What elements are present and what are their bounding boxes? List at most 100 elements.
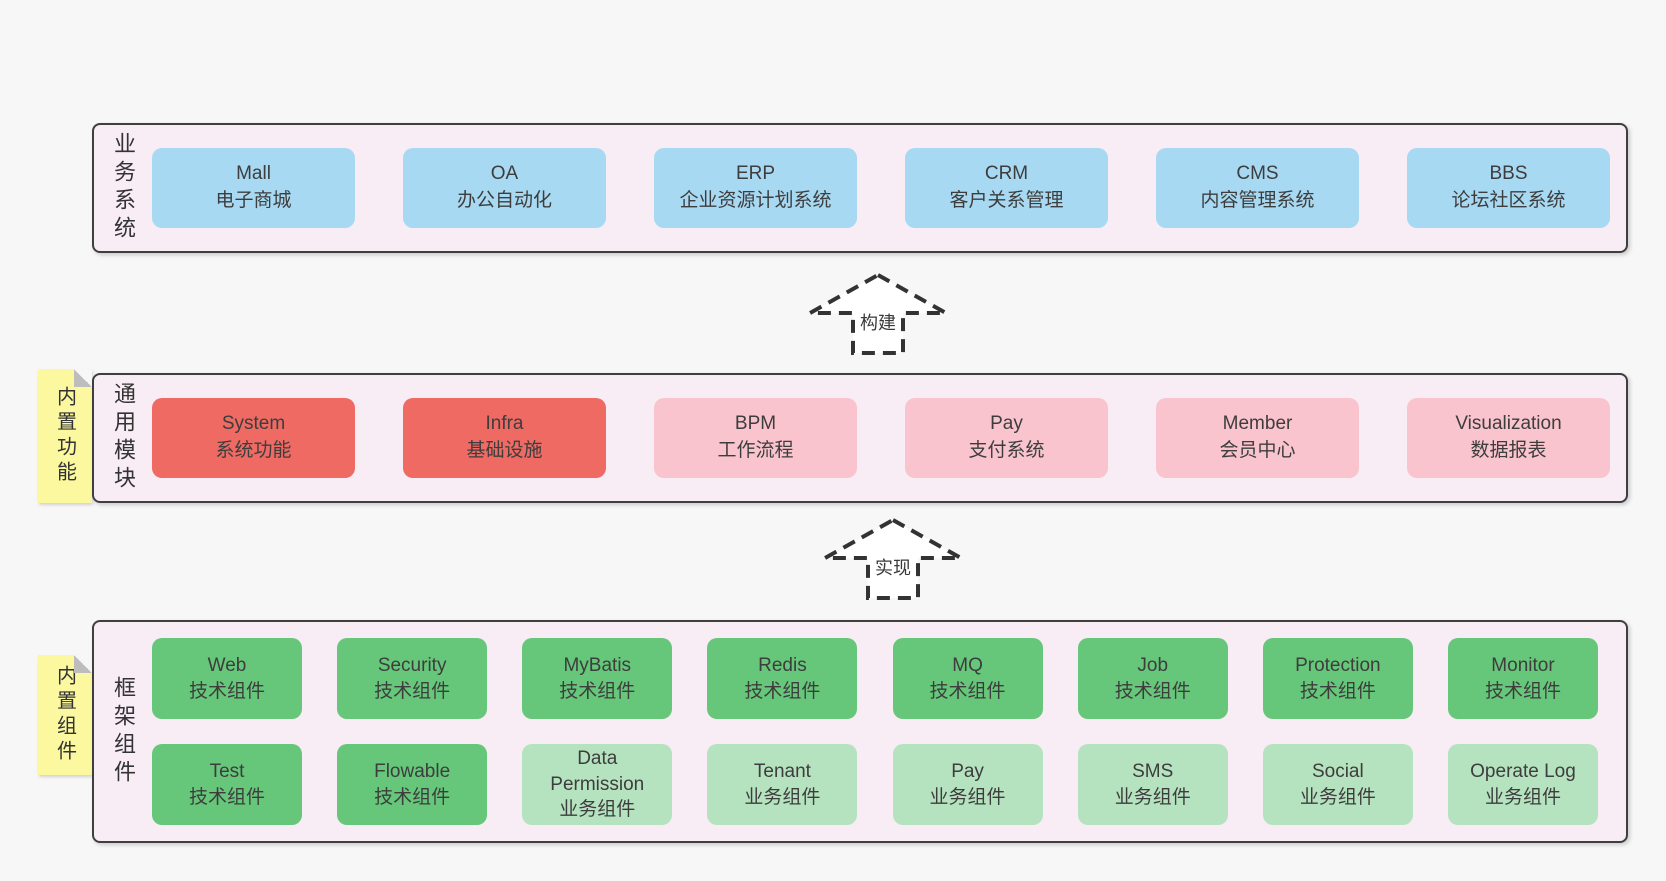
box-desc: 客户关系管理 xyxy=(949,190,1064,211)
module-boxes-row: System 系统功能 Infra 基础设施 BPM 工作流程 Pay 支付系统… xyxy=(152,375,1626,501)
box-name: SMS xyxy=(1132,760,1174,782)
box-name: Test xyxy=(209,760,245,782)
box-desc: 内容管理系统 xyxy=(1200,190,1315,211)
box-name: Pay xyxy=(990,413,1023,435)
sticky-label: 内置功能 xyxy=(53,386,76,486)
box-name: Operate Log xyxy=(1470,760,1576,782)
box-operate-log: Operate Log 业务组件 xyxy=(1447,744,1598,825)
box-social: Social 业务组件 xyxy=(1262,744,1413,825)
box-name: CMS xyxy=(1236,163,1279,185)
box-security: Security 技术组件 xyxy=(337,638,488,719)
box-name: Infra xyxy=(485,413,524,435)
box-name: Job xyxy=(1137,654,1169,676)
arrow-build-label: 构建 xyxy=(856,308,900,336)
box-tenant: Tenant 业务组件 xyxy=(707,744,858,825)
box-desc: 业务组件 xyxy=(929,786,1006,808)
box-name: CRM xyxy=(984,163,1029,185)
box-system: System 系统功能 xyxy=(152,398,355,478)
box-name: Mall xyxy=(236,163,271,185)
box-desc: 论坛社区系统 xyxy=(1451,190,1566,211)
box-name: Visualization xyxy=(1455,413,1562,435)
box-bbs: BBS 论坛社区系统 xyxy=(1407,148,1610,228)
box-desc: 技术组件 xyxy=(374,786,451,808)
layer-label-framework-components: 框架组件 xyxy=(111,675,136,788)
box-desc: 技术组件 xyxy=(188,680,265,702)
box-visualization: Visualization 数据报表 xyxy=(1407,398,1610,478)
box-infra: Infra 基础设施 xyxy=(403,398,606,478)
box-test: Test 技术组件 xyxy=(152,744,302,825)
sticky-label: 内置组件 xyxy=(53,665,76,765)
box-name: Security xyxy=(377,654,447,676)
box-desc: 技术组件 xyxy=(1484,680,1561,702)
box-name: Web xyxy=(207,654,247,676)
box-name: Data Permission xyxy=(550,748,645,795)
box-sms: SMS 业务组件 xyxy=(1077,744,1228,825)
box-name: Pay xyxy=(951,760,984,782)
box-desc: 电子商城 xyxy=(215,190,292,211)
box-data-permission: Data Permission 业务组件 xyxy=(522,744,673,825)
arrow-implement: 实现 xyxy=(823,517,963,601)
folded-corner-icon xyxy=(74,369,92,387)
box-name: ERP xyxy=(735,163,776,185)
box-name: Monitor xyxy=(1491,654,1555,676)
business-boxes-row: Mall 电子商城 OA 办公自动化 ERP 企业资源计划系统 CRM 客户关系… xyxy=(152,125,1626,251)
box-desc: 技术组件 xyxy=(744,680,821,702)
box-desc: 技术组件 xyxy=(1114,680,1191,702)
box-name: Protection xyxy=(1295,654,1381,676)
box-mq: MQ 技术组件 xyxy=(892,638,1043,719)
component-row-2: Test 技术组件 Flowable 技术组件 Data Permission … xyxy=(152,744,1598,825)
box-bpm: BPM 工作流程 xyxy=(654,398,857,478)
component-boxes-grid: Web 技术组件 Security 技术组件 MyBatis 技术组件 Redi… xyxy=(152,622,1626,841)
box-name: System xyxy=(221,413,286,435)
box-desc: 业务组件 xyxy=(1114,786,1191,808)
box-name: MQ xyxy=(952,654,983,676)
box-desc: 技术组件 xyxy=(1299,680,1376,702)
box-desc: 系统功能 xyxy=(215,440,292,461)
box-desc: 工作流程 xyxy=(717,440,794,461)
layer-common-modules: 通用模块 System 系统功能 Infra 基础设施 BPM 工作流程 Pay… xyxy=(92,373,1628,503)
box-desc: 会员中心 xyxy=(1219,440,1296,461)
box-redis: Redis 技术组件 xyxy=(707,638,858,719)
box-desc: 数据报表 xyxy=(1470,440,1547,461)
box-desc: 企业资源计划系统 xyxy=(679,190,832,211)
box-desc: 业务组件 xyxy=(1299,786,1376,808)
folded-corner-icon xyxy=(74,655,92,673)
box-desc: 技术组件 xyxy=(559,680,636,702)
arrow-build: 构建 xyxy=(808,272,948,356)
box-mybatis: MyBatis 技术组件 xyxy=(522,638,673,719)
layer-label-business-systems: 业务系统 xyxy=(111,132,136,244)
layer-business-systems: 业务系统 Mall 电子商城 OA 办公自动化 ERP 企业资源计划系统 CRM… xyxy=(92,123,1628,253)
box-name: Social xyxy=(1311,760,1364,782)
box-desc: 技术组件 xyxy=(374,680,451,702)
box-name: MyBatis xyxy=(563,654,632,676)
box-desc: 支付系统 xyxy=(968,440,1045,461)
box-name: Redis xyxy=(758,654,807,676)
box-name: Member xyxy=(1222,413,1293,435)
arrow-implement-label: 实现 xyxy=(871,553,915,581)
box-pay-component: Pay 业务组件 xyxy=(892,744,1043,825)
box-name: BPM xyxy=(734,413,777,435)
box-cms: CMS 内容管理系统 xyxy=(1156,148,1359,228)
box-desc: 业务组件 xyxy=(1484,786,1561,808)
sticky-note-built-in-features: 内置功能 xyxy=(38,369,92,503)
box-name: Tenant xyxy=(753,760,811,782)
box-pay: Pay 支付系统 xyxy=(905,398,1108,478)
box-desc: 基础设施 xyxy=(466,440,543,461)
box-erp: ERP 企业资源计划系统 xyxy=(654,148,857,228)
box-name: Flowable xyxy=(374,760,451,782)
sticky-note-built-in-components: 内置组件 xyxy=(38,655,92,775)
box-desc: 业务组件 xyxy=(744,786,821,808)
box-crm: CRM 客户关系管理 xyxy=(905,148,1108,228)
box-web: Web 技术组件 xyxy=(152,638,302,719)
box-desc: 业务组件 xyxy=(559,799,636,821)
box-protection: Protection 技术组件 xyxy=(1262,638,1413,719)
layer-label-common-modules: 通用模块 xyxy=(111,382,136,494)
box-name: OA xyxy=(490,163,519,185)
box-desc: 办公自动化 xyxy=(456,190,552,211)
box-desc: 技术组件 xyxy=(929,680,1006,702)
box-desc: 技术组件 xyxy=(188,786,265,808)
box-name: BBS xyxy=(1489,163,1528,185)
box-flowable: Flowable 技术组件 xyxy=(337,744,488,825)
box-job: Job 技术组件 xyxy=(1077,638,1228,719)
box-mall: Mall 电子商城 xyxy=(152,148,355,228)
